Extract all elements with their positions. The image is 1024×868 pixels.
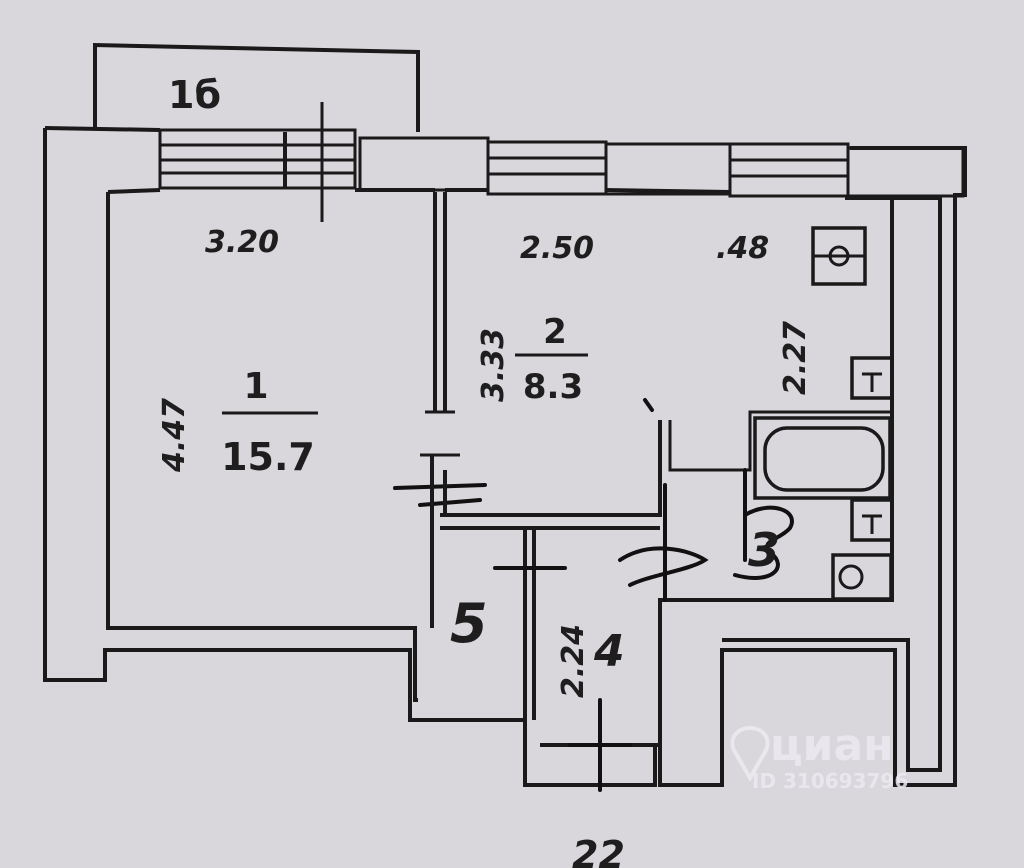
- dim-room1-width: 3.20: [205, 225, 279, 260]
- page-number: 22: [572, 833, 625, 868]
- room3-number: 3: [748, 523, 780, 577]
- dim-niche-width: .48: [716, 231, 769, 266]
- partition-wall: [393, 192, 487, 628]
- hand-scribbles: [618, 468, 794, 587]
- dim-bath-depth: 2.27: [778, 321, 813, 395]
- watermark-id: ID 310693796: [752, 769, 908, 793]
- room2-number: 2: [543, 312, 567, 352]
- top-wall-segments: [358, 136, 965, 198]
- bathtub: [753, 416, 892, 500]
- balcony: [93, 42, 420, 132]
- watermark: циан ID 310693796: [730, 720, 908, 793]
- stove-icon: [811, 226, 867, 286]
- balcony-label: 1б: [168, 73, 221, 117]
- window-kitchen: [728, 142, 850, 198]
- room1-area: 15.7: [221, 435, 315, 479]
- inner-partitions: [440, 398, 890, 792]
- room2-area: 8.3: [523, 367, 583, 407]
- room1-number: 1: [243, 366, 268, 407]
- location-pin-icon: [730, 725, 770, 783]
- room4-number: 4: [593, 626, 625, 677]
- washbasin-icon: [850, 498, 894, 542]
- room5-number: 5: [450, 592, 488, 655]
- dim-room2-width: 2.50: [520, 231, 594, 266]
- watermark-brand: циан: [770, 720, 894, 771]
- toilet-icon: [831, 553, 893, 601]
- dim-corridor-depth: 2.24: [556, 624, 591, 698]
- dim-room1-depth: 4.47: [157, 398, 192, 473]
- dim-room2-depth: 3.33: [476, 328, 511, 402]
- kitchen-sink-icon: [850, 356, 894, 400]
- window-room1: [158, 102, 357, 222]
- window-room2: [486, 140, 608, 196]
